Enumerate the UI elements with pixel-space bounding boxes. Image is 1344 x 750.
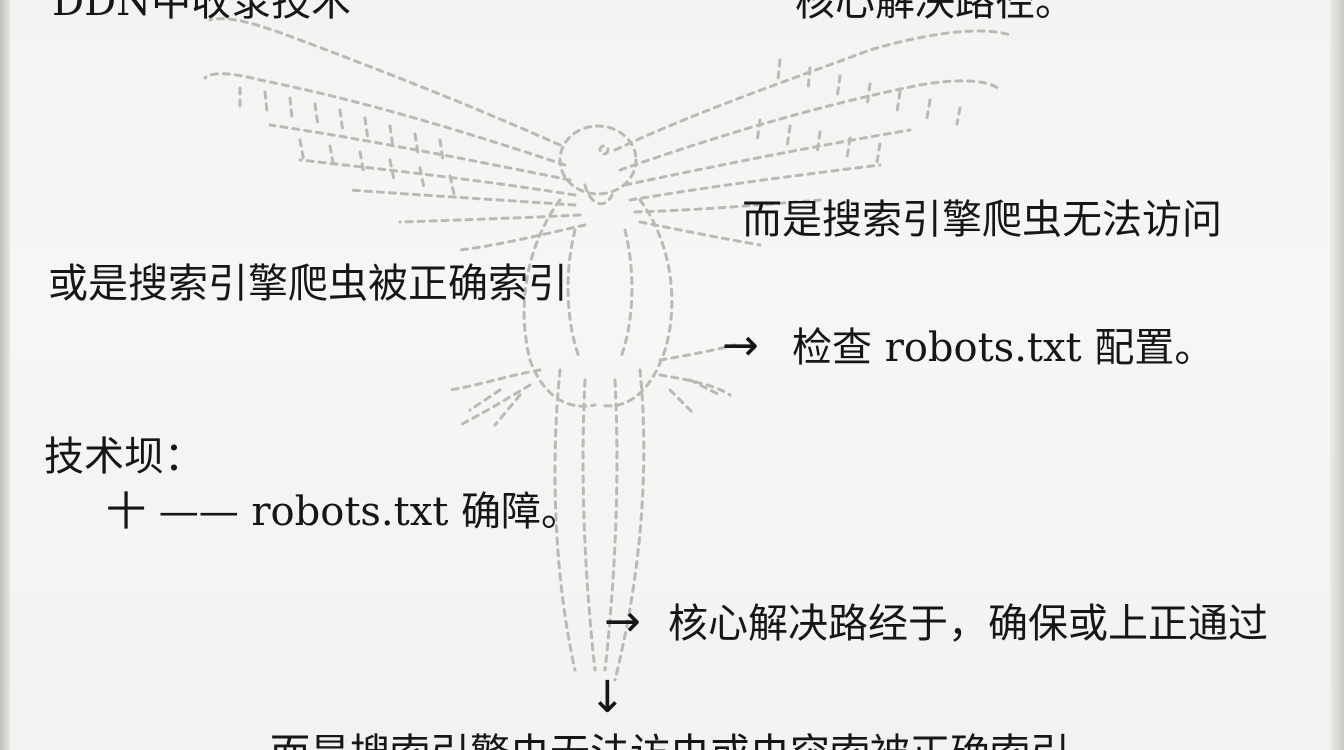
left-line-1: 或是搜索引擎爬虫被正确索引 bbox=[48, 261, 568, 307]
page-right-shadow bbox=[1330, 0, 1344, 750]
top-right-cut-text: 核心解决路径。 bbox=[795, 0, 1075, 25]
tech-label: 技术坝： bbox=[44, 434, 204, 480]
top-left-cut-text: DDN中收录技术 bbox=[52, 0, 352, 25]
bottom-cut-text: 而是搜索引擎虫无法访虫或虫突索被正确索引 bbox=[270, 734, 1070, 750]
arrow-right-icon-2: → bbox=[604, 596, 641, 647]
page-left-shadow bbox=[0, 0, 10, 750]
check-robots-line: 检查 robots.txt 配置。 bbox=[792, 325, 1215, 371]
right-line-1: 而是搜索引擎爬虫无法访问 bbox=[742, 197, 1222, 243]
core-solution-line: 核心解决路经于，确保或上正通过 bbox=[668, 601, 1268, 647]
arrow-down-icon: ↓ bbox=[589, 672, 626, 723]
arrow-right-icon: → bbox=[722, 320, 759, 371]
plus-robots-line: 十 —— robots.txt 确障。 bbox=[106, 489, 582, 535]
